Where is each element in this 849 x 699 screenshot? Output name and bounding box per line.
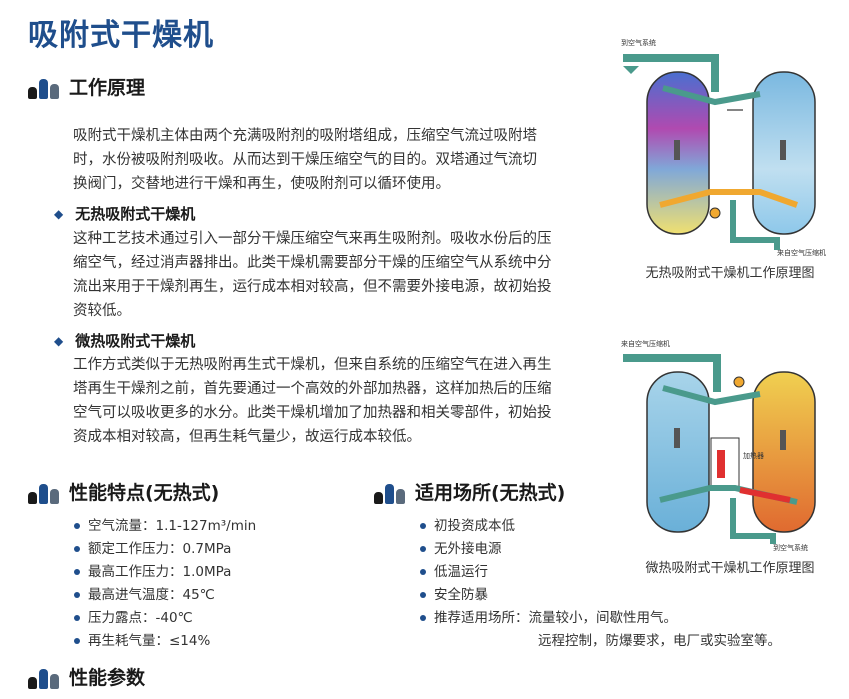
diagram1-out-label: 到空气系统 <box>621 38 656 47</box>
list-item: 空气流量：1.1-127m³/min <box>74 515 256 538</box>
list-item: 初投资成本低 <box>420 515 781 538</box>
diagram1-in-label: 来自空气压缩机 <box>777 248 826 257</box>
list-item: 推荐适用场所：流量较小，间歇性用气。 <box>420 607 781 630</box>
section-params-header: 性能参数 <box>28 663 145 690</box>
inlet-pipe <box>623 354 721 392</box>
list-item: 再生耗气量：≤14% <box>74 630 256 653</box>
dot-bullet-icon <box>74 546 80 552</box>
bar-chart-icon <box>374 480 407 504</box>
list-item-continuation: 远程控制，防爆要求，电厂或实验室等。 <box>538 633 781 649</box>
list-item: 安全防暴 <box>420 584 781 607</box>
applications-list: 初投资成本低 无外接电源 低温运行 安全防暴 推荐适用场所：流量较小，间歇性用气… <box>420 515 781 653</box>
diagram2-out-label: 到空气系统 <box>773 543 808 552</box>
microheat-line: 空气可以吸收更多的水分。此类干燥机增加了加热器和相关零部件，初始投 <box>73 405 552 421</box>
microheat-line: 工作方式类似于无热吸附再生式干燥机，但来自系统的压缩空气在进入再生 <box>73 357 552 373</box>
list-item: 最高进气温度：45℃ <box>74 584 256 607</box>
bar-chart-icon <box>28 480 61 504</box>
dot-bullet-icon <box>74 638 80 644</box>
diagram2-caption: 微热吸附式干燥机工作原理图 <box>645 561 815 576</box>
dot-bullet-icon <box>74 592 80 598</box>
heatless-line: 流出来用于干燥剂再生，运行成本相对较高，但不需要外接电源，故初始投 <box>73 279 552 295</box>
list-item: 最高工作压力：1.0MPa <box>74 561 256 584</box>
diamond-bullet-icon: ◆ <box>54 333 64 348</box>
section-applications-title: 适用场所(无热式) <box>415 482 566 504</box>
silencer-icon <box>733 376 745 388</box>
dot-bullet-icon <box>74 569 80 575</box>
page-title: 吸附式干燥机 <box>28 18 214 53</box>
section-principle-header: 工作原理 <box>28 73 145 100</box>
dot-bullet-icon <box>74 615 80 621</box>
list-item: 压力露点：-40℃ <box>74 607 256 630</box>
silencer-icon <box>709 207 721 219</box>
heatless-line: 这种工艺技术通过引入一部分干燥压缩空气来再生吸附剂。吸收水份后的压 <box>73 231 552 247</box>
bar-chart-icon <box>28 75 61 99</box>
bar-chart-icon <box>28 665 61 689</box>
heatless-description: 这种工艺技术通过引入一部分干燥压缩空气来再生吸附剂。吸收水份后的压 缩空气，经过… <box>73 227 593 323</box>
diamond-bullet-icon: ◆ <box>54 206 64 221</box>
dot-bullet-icon <box>420 592 426 598</box>
outlet-arrow-icon <box>623 66 639 74</box>
microheat-dryer-diagram: 来自空气压缩机 加热器 到空气系统 <box>621 339 816 552</box>
outlet-pipe <box>623 54 719 92</box>
principle-intro-line: 时，水份被吸附剂吸收。从而达到干燥压缩空气的目的。双塔通过气流切 <box>73 152 537 168</box>
microheat-line: 资成本相对较高，但再生耗气量少，故运行成本较低。 <box>73 429 421 445</box>
section-applications-header: 适用场所(无热式) <box>374 478 565 505</box>
section-features-header: 性能特点(无热式) <box>28 478 219 505</box>
heated-air-pipe <box>739 487 791 503</box>
heatless-title: 无热吸附式干燥机 <box>75 205 196 223</box>
section-params-title: 性能参数 <box>69 667 146 689</box>
features-list: 空气流量：1.1-127m³/min 额定工作压力：0.7MPa 最高工作压力：… <box>74 515 256 653</box>
microheat-subheading: ◆ 微热吸附式干燥机 <box>54 330 195 351</box>
top-manifold <box>662 385 761 406</box>
list-item: 额定工作压力：0.7MPa <box>74 538 256 561</box>
diagram2-heater-label: 加热器 <box>743 451 764 460</box>
heater-element-icon <box>717 450 725 478</box>
heatless-line: 资较低。 <box>73 303 131 319</box>
principle-intro: 吸附式干燥机主体由两个充满吸附剂的吸附塔组成，压缩空气流过吸附塔 时，水份被吸附… <box>73 124 593 196</box>
right-adsorption-tower <box>752 371 816 533</box>
principle-intro-line: 换阀门，交替地进行干燥和再生，使吸附剂可以循环使用。 <box>73 176 450 192</box>
microheat-title: 微热吸附式干燥机 <box>75 332 196 350</box>
principle-intro-line: 吸附式干燥机主体由两个充满吸附剂的吸附塔组成，压缩空气流过吸附塔 <box>73 128 537 144</box>
diagram2-in-label: 来自空气压缩机 <box>621 339 670 348</box>
dot-bullet-icon <box>420 615 426 621</box>
microheat-line: 塔再生干燥剂之前，首先要通过一个高效的外部加热器，这样加热后的压缩 <box>73 381 552 397</box>
top-manifold <box>662 85 761 106</box>
list-item: 无外接电源 <box>420 538 781 561</box>
section-principle-title: 工作原理 <box>69 77 146 99</box>
outlet-pipe <box>730 498 776 544</box>
dot-bullet-icon <box>420 523 426 529</box>
microheat-description: 工作方式类似于无热吸附再生式干燥机，但来自系统的压缩空气在进入再生 塔再生干燥剂… <box>73 353 593 449</box>
section-features-title: 性能特点(无热式) <box>69 482 220 504</box>
heatless-line: 缩空气，经过消声器排出。此类干燥机需要部分干燥的压缩空气从系统中分 <box>73 255 552 271</box>
heatless-subheading: ◆ 无热吸附式干燥机 <box>54 203 195 224</box>
bottom-valve-manifold <box>659 189 798 208</box>
diagram1-caption: 无热吸附式干燥机工作原理图 <box>645 266 815 281</box>
dot-bullet-icon <box>420 569 426 575</box>
dot-bullet-icon <box>74 523 80 529</box>
heatless-dryer-diagram: 到空气系统 来自空气压缩机 <box>621 38 826 257</box>
dot-bullet-icon <box>420 546 426 552</box>
list-item: 低温运行 <box>420 561 781 584</box>
inlet-pipe <box>730 200 780 250</box>
